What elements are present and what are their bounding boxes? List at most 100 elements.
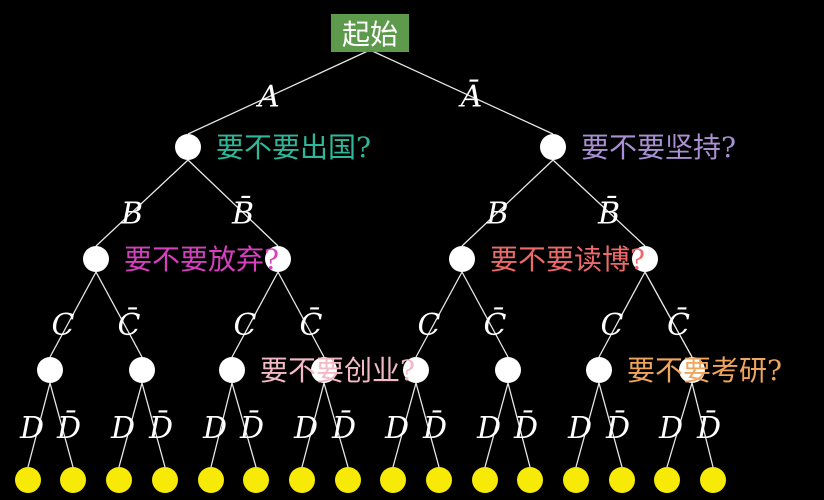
leaf-node bbox=[335, 467, 361, 493]
decision-node bbox=[83, 246, 109, 272]
decision-node bbox=[265, 246, 291, 272]
question-labels: 要不要出国? 要不要坚持? 要不要放弃? 要不要读博? 要不要创业? 要不要考研? bbox=[124, 131, 782, 387]
leaf-node bbox=[15, 467, 41, 493]
edge-label-c-bar: C̄ bbox=[118, 307, 141, 343]
edge-label-b-bar: B̄ bbox=[597, 195, 620, 231]
tree-edge bbox=[95, 159, 189, 247]
edge-label-a-bar: Ā bbox=[458, 80, 483, 115]
edge-label-b: B bbox=[120, 197, 143, 232]
root-node: 起始 bbox=[331, 14, 409, 52]
tree-edge bbox=[49, 382, 74, 468]
edge-label-c: C bbox=[234, 308, 257, 343]
edge-label-b: B bbox=[485, 197, 508, 232]
tree-edges bbox=[27, 49, 714, 468]
leaf-node bbox=[700, 467, 726, 493]
decision-node bbox=[129, 357, 155, 383]
tree-edge bbox=[415, 271, 463, 358]
tree-edge bbox=[187, 49, 371, 135]
tree-edge bbox=[231, 382, 257, 468]
tree-edge bbox=[210, 382, 233, 468]
leaf-node bbox=[563, 467, 589, 493]
tree-edge bbox=[392, 382, 417, 468]
edge-label-d-bar: D̄ bbox=[422, 410, 447, 446]
decision-node bbox=[403, 357, 429, 383]
edge-label-c: C bbox=[52, 308, 75, 343]
tree-edge bbox=[461, 271, 509, 358]
tree-nodes bbox=[15, 134, 726, 493]
question-label: 要不要出国? bbox=[216, 131, 371, 164]
tree-edge bbox=[484, 382, 509, 468]
tree-edge bbox=[187, 159, 279, 247]
tree-edge bbox=[644, 271, 693, 358]
decision-node bbox=[219, 357, 245, 383]
tree-edge bbox=[598, 271, 646, 358]
edge-label-b-bar: B̄ bbox=[231, 195, 254, 231]
edge-label-d: D bbox=[384, 411, 409, 446]
edge-label-c-bar: C̄ bbox=[667, 307, 690, 343]
tree-edge bbox=[323, 382, 349, 468]
edge-label-d-bar: D̄ bbox=[605, 410, 630, 446]
leaf-node bbox=[243, 467, 269, 493]
edge-label-d-bar: D̄ bbox=[513, 410, 538, 446]
decision-node bbox=[37, 357, 63, 383]
question-label: 要不要考研? bbox=[627, 354, 782, 387]
edge-label-c: C bbox=[418, 308, 441, 343]
tree-edge bbox=[369, 49, 554, 135]
tree-edge bbox=[691, 382, 714, 468]
decision-node bbox=[679, 357, 705, 383]
edge-label-d-bar: D̄ bbox=[148, 410, 173, 446]
edge-label-d-bar: D̄ bbox=[56, 410, 81, 446]
tree-edge bbox=[598, 382, 623, 468]
edge-label-d: D bbox=[19, 411, 44, 446]
leaf-node bbox=[106, 467, 132, 493]
leaf-node bbox=[472, 467, 498, 493]
question-label: 要不要创业? bbox=[260, 354, 415, 387]
edge-label-d: D bbox=[110, 411, 135, 446]
leaf-node bbox=[60, 467, 86, 493]
edge-label-d: D bbox=[202, 411, 227, 446]
tree-edge bbox=[575, 382, 600, 468]
decision-node bbox=[311, 357, 337, 383]
tree-edge bbox=[507, 382, 531, 468]
tree-edge bbox=[552, 159, 646, 247]
tree-edge bbox=[301, 382, 325, 468]
edge-label-d: D bbox=[476, 411, 501, 446]
leaf-node bbox=[152, 467, 178, 493]
tree-edge bbox=[415, 382, 440, 468]
tree-edge bbox=[666, 382, 693, 468]
leaf-node bbox=[198, 467, 224, 493]
leaf-node bbox=[380, 467, 406, 493]
question-label: 要不要读博? bbox=[490, 243, 645, 276]
question-label: 要不要放弃? bbox=[124, 243, 279, 276]
leaf-node bbox=[609, 467, 635, 493]
tree-edge bbox=[49, 271, 97, 358]
root-label: 起始 bbox=[342, 18, 398, 51]
leaf-node bbox=[289, 467, 315, 493]
tree-edge bbox=[461, 159, 554, 247]
decision-node bbox=[495, 357, 521, 383]
decision-node bbox=[449, 246, 475, 272]
edge-label-c-bar: C̄ bbox=[484, 307, 507, 343]
leaf-node bbox=[517, 467, 543, 493]
edge-label-a: A bbox=[255, 80, 280, 115]
edge-label-d-bar: D̄ bbox=[696, 410, 721, 446]
tree-edge bbox=[118, 382, 143, 468]
edge-label-d-bar: D̄ bbox=[331, 410, 356, 446]
tree-edge bbox=[27, 382, 51, 468]
edge-label-d: D bbox=[658, 411, 683, 446]
question-label: 要不要坚持? bbox=[581, 131, 736, 164]
decision-node bbox=[175, 134, 201, 160]
edge-label-d: D bbox=[293, 411, 318, 446]
tree-edge bbox=[231, 271, 279, 358]
edge-label-c-bar: C̄ bbox=[300, 307, 323, 343]
tree-edge bbox=[277, 271, 325, 358]
leaf-node bbox=[654, 467, 680, 493]
root-box bbox=[331, 14, 409, 52]
tree-edge bbox=[95, 271, 143, 358]
edge-label-c: C bbox=[601, 308, 624, 343]
edge-label-d: D bbox=[567, 411, 592, 446]
decision-node bbox=[632, 246, 658, 272]
edge-label-d-bar: D̄ bbox=[239, 410, 264, 446]
